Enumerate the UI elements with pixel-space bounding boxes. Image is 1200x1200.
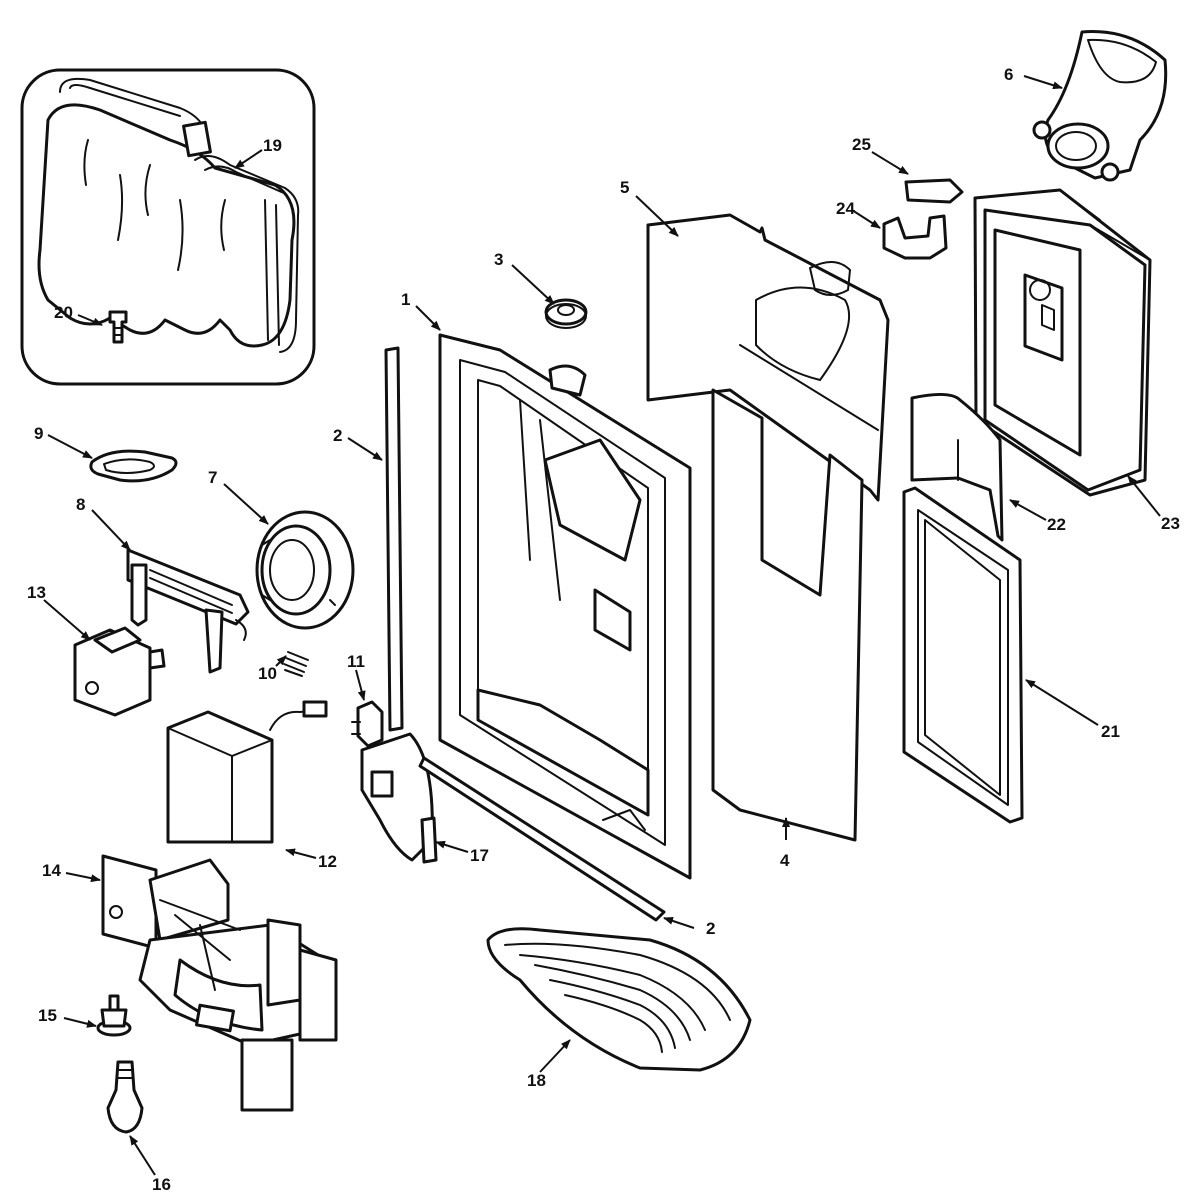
callout-8: 8	[76, 495, 85, 514]
dispenser-frame-part-1	[438, 333, 692, 880]
retainer-part-25	[904, 178, 964, 204]
lever-pad-part-17	[360, 732, 438, 864]
callout-21: 21	[1101, 722, 1120, 741]
callout-14: 14	[42, 861, 61, 880]
callout-19: 19	[263, 136, 282, 155]
callout-12: 12	[318, 852, 337, 871]
callout-3: 3	[494, 250, 503, 269]
callout-23: 23	[1161, 514, 1180, 533]
lamp-bulb-part-16	[106, 1060, 144, 1134]
solenoid-part-13	[73, 626, 166, 717]
trim-strip-part-2-horizontal	[418, 756, 666, 922]
switch-part-11	[351, 700, 384, 748]
trim-strip-part-2-vertical	[384, 346, 404, 732]
callout-2-upper: 2	[333, 426, 342, 445]
fitting-part-20	[108, 310, 128, 344]
circuit-board-part-12	[166, 700, 328, 844]
ice-chute-part-6	[1032, 30, 1168, 182]
callout-22: 22	[1047, 515, 1066, 534]
door-housing-part-23	[973, 188, 1152, 497]
callout-labels: 1 2 3 4 5 6 7 8 9 10 11 12 13 14 15 16 1…	[27, 65, 1180, 1194]
callout-18: 18	[527, 1071, 546, 1090]
callout-15: 15	[38, 1006, 57, 1025]
gasket-part-9	[89, 449, 178, 483]
drip-tray-part-18	[486, 927, 752, 1072]
insulation-part-4	[711, 388, 864, 842]
door-gasket-part-21	[902, 486, 1024, 824]
callout-16: 16	[152, 1175, 171, 1194]
leader-arrows	[43, 75, 1161, 1176]
callout-13: 13	[27, 583, 46, 602]
housing-panel-part-5	[646, 213, 890, 502]
callout-2-lower: 2	[706, 919, 715, 938]
callout-9: 9	[34, 424, 43, 443]
callout-24: 24	[836, 199, 855, 218]
motor-part-7	[255, 510, 355, 630]
callout-17: 17	[470, 846, 489, 865]
spring-part-10	[283, 651, 309, 677]
bracket-part-24	[882, 214, 948, 260]
callout-7: 7	[208, 468, 217, 487]
callout-1: 1	[401, 290, 410, 309]
callout-25: 25	[852, 135, 871, 154]
housing-part-14	[101, 854, 338, 1112]
fill-tube-grommet-part-3	[544, 298, 588, 329]
knob-part-15	[96, 994, 132, 1037]
actuator-part-8	[126, 548, 250, 674]
callout-5: 5	[620, 178, 629, 197]
callout-20: 20	[54, 303, 73, 322]
water-reservoir-part-19	[37, 77, 300, 353]
callout-10: 10	[258, 664, 277, 683]
callout-4: 4	[780, 851, 790, 870]
callout-6: 6	[1004, 65, 1013, 84]
flap-part-22	[910, 393, 1004, 542]
callout-11: 11	[347, 652, 365, 671]
